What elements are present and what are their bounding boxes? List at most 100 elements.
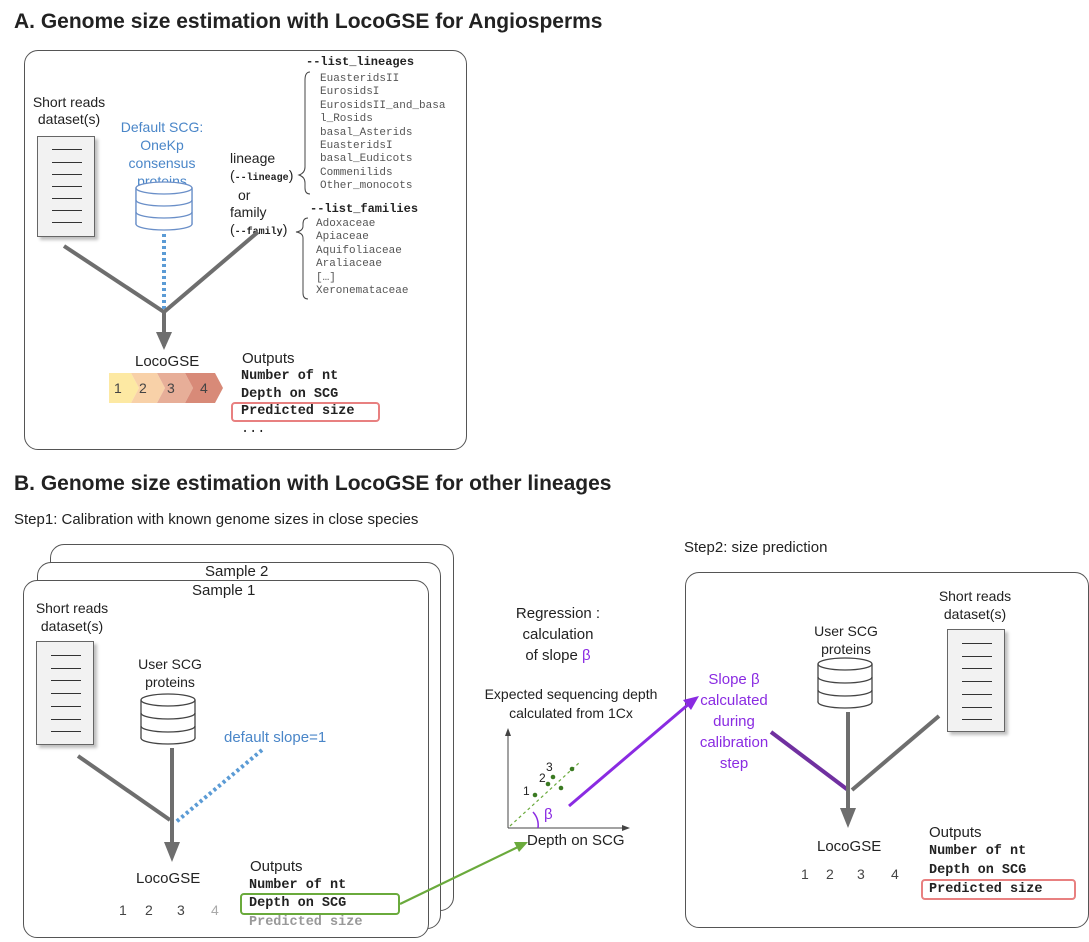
data-point [550, 774, 556, 780]
output-predicted-size-b2: Predicted size [929, 882, 1043, 897]
lineage-item: EuasteridsI [320, 140, 393, 153]
user-scg-label-b: User SCG proteins [130, 655, 210, 691]
arrowhead-icon [840, 808, 856, 828]
user-scg-label-b2: User SCG proteins [806, 622, 886, 658]
short-reads2-line2: dataset(s) [943, 606, 1007, 622]
lineage-item: EurosidsII_and_basa [320, 99, 446, 112]
lineage-item: basal_Asterids [320, 126, 413, 139]
regression-line3: of slope β [525, 647, 591, 664]
predicted-size-highlight-b2 [921, 879, 1076, 900]
default-scg-line1: Default SCG: [120, 119, 204, 135]
step-b2-2: 2 [826, 866, 834, 882]
outputs-title-b2: Outputs [929, 824, 982, 841]
user-scg2-line1: User SCG [814, 623, 878, 639]
default-slope-dotted-arrow [174, 748, 264, 824]
data-point [569, 766, 575, 772]
point-label-3: 3 [546, 760, 553, 774]
step-b2-1: 1 [801, 866, 809, 882]
sample1-panel [23, 580, 429, 938]
output-number-nt-b2: Number of nt [929, 844, 1027, 859]
lineage-item: EurosidsI [320, 86, 380, 99]
step-b1-2: 2 [145, 902, 153, 918]
family-word: family [230, 204, 267, 220]
lineage-item: Commenilids [320, 166, 393, 179]
lineage-item: basal_Eudicots [320, 153, 413, 166]
reads-arrow [62, 244, 166, 314]
arrowhead-icon [164, 842, 180, 862]
short-reads-line2: dataset(s) [37, 111, 101, 127]
sample2-label: Sample 2 [205, 563, 269, 580]
step2-panel [685, 572, 1089, 928]
slope-line2: calculated [700, 692, 768, 709]
step-a-1: 1 [114, 380, 122, 396]
regression-label: Regression : calculation of slope β [498, 603, 618, 666]
database-icon [817, 657, 873, 709]
step-a-4: 4 [200, 380, 208, 396]
steps-chevron-a [109, 373, 223, 403]
output-more-a: ... [241, 422, 266, 437]
database-icon [140, 693, 196, 745]
output-number-nt-b1: Number of nt [249, 878, 347, 893]
slope-text: Slope β calculated during calibration st… [684, 669, 784, 774]
depth-axis-label: Depth on SCG [527, 832, 625, 849]
list-families-heading: --list_families [310, 202, 419, 216]
default-scg-line3: consensus [128, 155, 196, 171]
output-predicted-size-a: Predicted size [241, 404, 355, 419]
family-item: Aquifoliaceae [316, 244, 402, 257]
output-predicted-size-b1: Predicted size [249, 915, 363, 930]
step-b1-3: 3 [177, 902, 185, 918]
slope-line1: Slope β [708, 671, 760, 688]
step-a-2: 2 [139, 380, 147, 396]
sample1-label: Sample 1 [192, 582, 256, 599]
short-reads-label: Short reads dataset(s) [26, 94, 112, 128]
point-label-2: 2 [539, 771, 546, 785]
document-icon [37, 136, 95, 237]
data-point [558, 785, 564, 791]
lineage-opt-text: --lineage [234, 173, 289, 184]
step2-label: Step2: size prediction [684, 539, 828, 556]
short-reads-b-line1: Short reads [35, 600, 109, 616]
default-slope-label: default slope=1 [224, 729, 327, 746]
short-reads-b-line2: dataset(s) [40, 618, 104, 634]
family-item: […] [316, 271, 336, 284]
slope-line5: step [719, 755, 749, 772]
expected-depth-line2: calculated from 1Cx [509, 705, 633, 721]
document-icon [947, 629, 1005, 732]
database-icon [135, 181, 193, 231]
user-scg2-line2: proteins [821, 641, 871, 657]
reads-arrow-b2 [850, 714, 941, 792]
default-scg-label: Default SCG: OneKp consensus proteins [112, 118, 212, 190]
step-b1-4: 4 [211, 902, 219, 918]
or-word: or [238, 187, 251, 203]
short-reads-label-b2: Short reads dataset(s) [930, 587, 1020, 623]
lineage-family-label: lineage (--lineage) or family (--family) [230, 150, 293, 241]
step-b1-1: 1 [119, 902, 127, 918]
user-scg-line2: proteins [145, 674, 195, 690]
beta-angle-label: β [544, 806, 553, 823]
beta-symbol: β [582, 647, 591, 664]
short-reads-label-b: Short reads dataset(s) [26, 599, 118, 635]
locogse-label-a: LocoGSE [135, 353, 200, 370]
slope-line4: calibration [699, 734, 769, 751]
short-reads2-line1: Short reads [938, 588, 1012, 604]
families-list: Adoxaceae Apiaceae Aquifoliaceae Araliac… [316, 218, 408, 298]
depth-scg-highlight-b1 [240, 893, 400, 915]
data-point [545, 781, 551, 787]
output-depth-scg-a: Depth on SCG [241, 387, 339, 402]
reads-arrow-b1 [76, 754, 172, 822]
lineage-item: Other_monocots [320, 180, 413, 193]
regression-line2: calculation [522, 626, 594, 643]
depth-to-regression-arrow [399, 845, 521, 905]
lineage-arrow [162, 230, 260, 314]
short-reads-line1: Short reads [32, 94, 106, 110]
arrowhead-icon [683, 696, 699, 710]
section-a-title: A. Genome size estimation with LocoGSE f… [14, 10, 603, 33]
outputs-title-b1: Outputs [250, 858, 303, 875]
family-item: Apiaceae [316, 231, 369, 244]
lineage-item: EuasteridsII [320, 73, 400, 85]
section-b-title: B. Genome size estimation with LocoGSE f… [14, 472, 612, 495]
locogse-label-b1: LocoGSE [136, 870, 201, 887]
family-item: Adoxaceae [316, 218, 376, 230]
lineage-item: l_Rosids [320, 113, 373, 126]
